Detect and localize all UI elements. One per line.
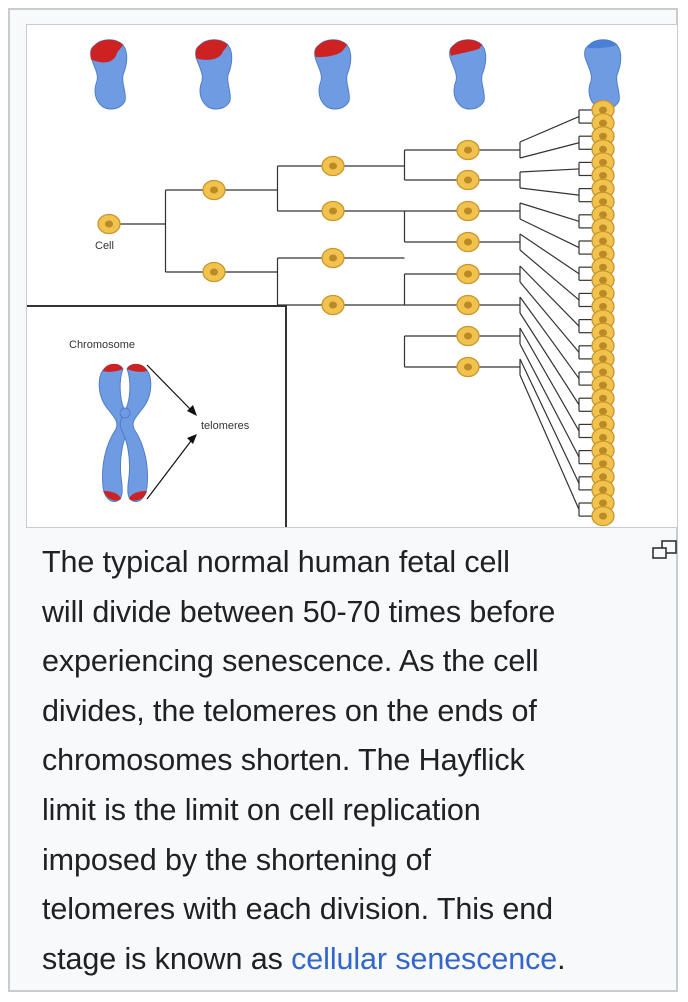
telomere-cap — [90, 39, 123, 63]
caption-line: limit is the limit on cell replication — [42, 792, 481, 827]
figure-caption: The typical normal human fetal cell will… — [42, 538, 682, 984]
caption-line: experiencing senescence. As the cell — [42, 644, 539, 679]
telomere-arrows — [146, 364, 195, 500]
tree-line — [519, 265, 580, 327]
telomere-cap — [103, 363, 123, 372]
cell-icon — [321, 247, 345, 269]
chromosome-stage-icon — [449, 39, 487, 110]
caption-line: telomeres with each division. This end — [42, 892, 554, 927]
cell-icon — [456, 263, 480, 285]
tree-line — [519, 249, 580, 301]
tree-line — [519, 281, 580, 353]
cell-icon — [456, 231, 480, 253]
tree-line — [519, 142, 580, 159]
cell-icon — [321, 200, 345, 222]
caption-line: will divide between 50-70 times before — [42, 594, 556, 629]
telomere-cap — [129, 491, 147, 501]
tree-line — [519, 187, 580, 196]
tree-line — [519, 358, 580, 484]
chromosome-stage-icons — [90, 39, 622, 110]
cell-icon — [456, 356, 480, 378]
chromosome-stage-icon — [195, 39, 233, 110]
cell-icon — [202, 261, 226, 283]
chromosome-stage-icon — [584, 39, 622, 110]
telomere-cap — [450, 39, 482, 56]
cellular-senescence-link[interactable]: cellular senescence — [291, 941, 558, 976]
tree-line — [519, 233, 580, 275]
caption-line: imposed by the shortening of — [42, 842, 431, 877]
telomere-cap — [103, 491, 121, 501]
cell-icon — [591, 505, 615, 527]
chromosome-drawing — [98, 363, 152, 502]
chromosome-stage-icon — [314, 39, 352, 110]
telomere-cap — [588, 39, 617, 49]
tree-line — [519, 343, 580, 458]
diagram-image[interactable]: Cell Chromosome — [26, 24, 678, 528]
tree-line — [519, 115, 580, 143]
cell-icon — [202, 179, 226, 201]
cell-icon — [456, 294, 480, 316]
magnify-clip-icon[interactable] — [648, 538, 688, 568]
cell-icon — [456, 325, 480, 347]
chromosome-label: Chromosome — [69, 339, 135, 351]
caption-line: chromosomes shorten. The Hayflick — [42, 743, 525, 778]
chromosome-stage-icon — [90, 39, 128, 110]
caption-line: divides, the telomeres on the ends of — [42, 693, 537, 728]
tree-line — [519, 374, 580, 510]
thumbnail-box: Cell Chromosome — [8, 8, 678, 992]
division-tree-cells — [97, 99, 615, 527]
cell-icon — [456, 200, 480, 222]
tree-line — [519, 312, 580, 406]
telomere-cap — [195, 39, 228, 60]
tree-line — [519, 202, 580, 222]
tree-line — [519, 218, 580, 249]
telomere-cap — [127, 363, 147, 372]
tree-line — [519, 168, 580, 173]
tree-line — [519, 327, 580, 432]
tree-line — [519, 296, 580, 379]
cell-icon — [456, 169, 480, 191]
cell-icon — [321, 155, 345, 177]
caption-line: The typical normal human fetal cell — [42, 545, 510, 579]
telomeres-label: telomeres — [201, 420, 250, 432]
caption-period: . — [557, 941, 566, 976]
cell-icon — [456, 139, 480, 161]
division-tree-lines — [120, 109, 592, 517]
cell-label: Cell — [95, 240, 114, 252]
cell-icon — [321, 294, 345, 316]
caption-text: stage is known as — [42, 941, 292, 976]
cell-icon — [97, 213, 121, 235]
caption-last-line: stage is known as cellular senescence. — [42, 935, 682, 985]
telomere-diagram-svg: Cell Chromosome — [27, 39, 622, 527]
telomere-cap — [314, 39, 347, 58]
